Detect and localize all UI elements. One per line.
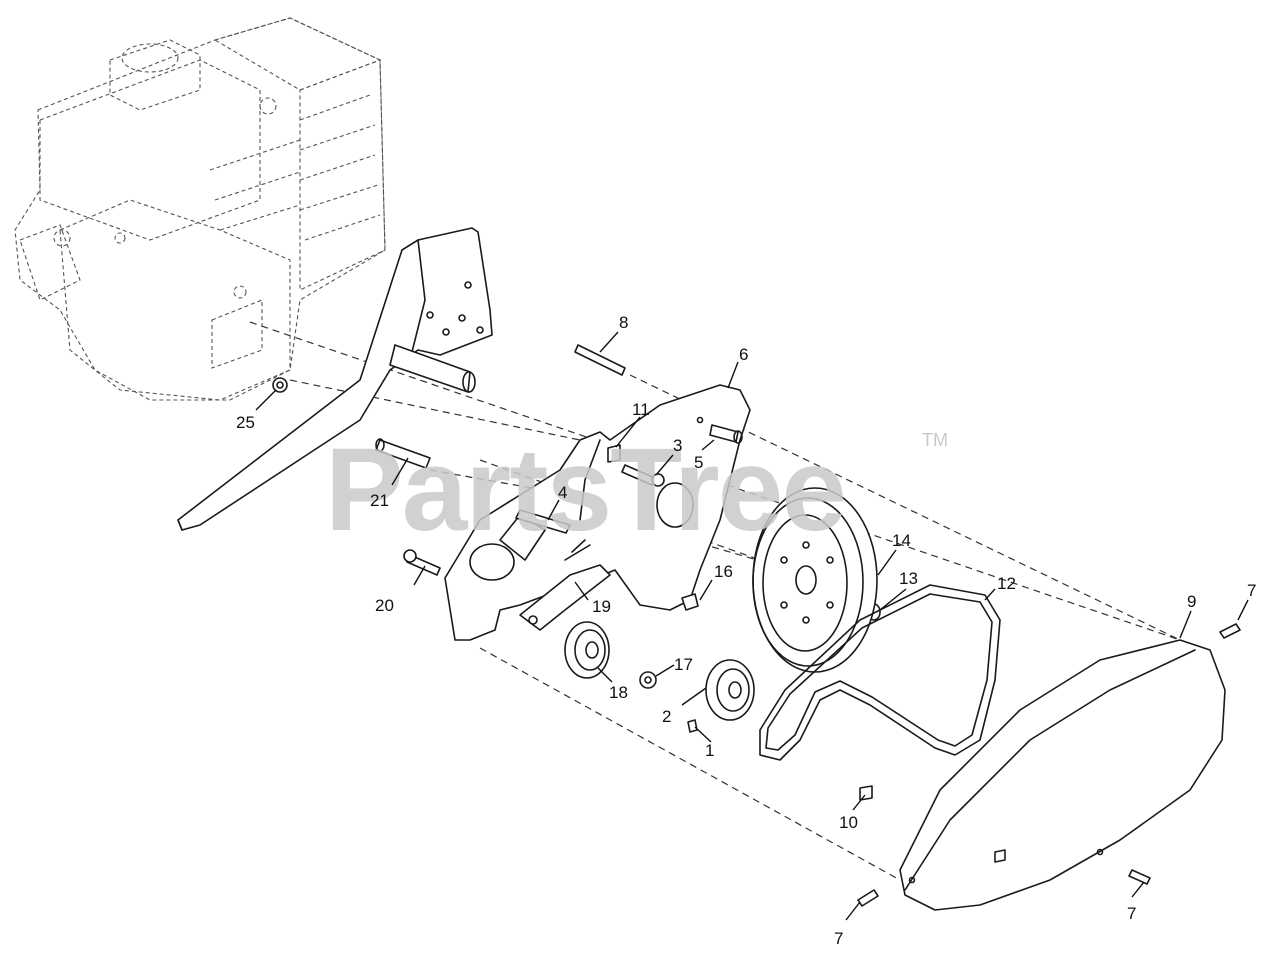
callout-7-bottom-left: 7 — [834, 929, 843, 948]
callout-20: 20 — [375, 596, 394, 615]
callout-7-top: 7 — [1247, 581, 1256, 600]
idler-pulleys — [564, 621, 755, 721]
hardware-parts — [272, 344, 1241, 907]
callout-3: 3 — [673, 436, 682, 455]
engine-ghost — [14, 17, 386, 401]
callout-4: 4 — [558, 483, 567, 502]
watermark-trademark: TM — [922, 430, 948, 450]
callout-8: 8 — [619, 313, 628, 332]
callout-6: 6 — [739, 345, 748, 364]
callout-1: 1 — [705, 741, 714, 760]
callout-17: 17 — [674, 655, 693, 674]
callout-labels: 8 6 11 3 5 4 21 25 20 19 16 17 18 2 1 14… — [236, 313, 1256, 948]
callout-11: 11 — [632, 400, 650, 419]
callout-18: 18 — [609, 683, 628, 702]
v-belt — [759, 584, 1001, 761]
belt-guard-plate — [444, 384, 751, 641]
callout-10: 10 — [839, 813, 858, 832]
belt-cover — [899, 639, 1226, 911]
callout-7-bottom-right: 7 — [1127, 904, 1136, 923]
callout-19: 19 — [592, 597, 611, 616]
callout-16: 16 — [714, 562, 733, 581]
callout-12: 12 — [997, 574, 1016, 593]
callout-14: 14 — [892, 531, 911, 550]
leader-lines — [255, 331, 1249, 921]
callout-13: 13 — [899, 569, 918, 588]
callout-21: 21 — [370, 491, 389, 510]
mounting-bracket — [177, 227, 493, 531]
watermark-text: PartsTree — [325, 424, 845, 556]
callout-9: 9 — [1187, 592, 1196, 611]
idler-arm — [519, 539, 611, 631]
partstree-watermark: PartsTree TM — [325, 424, 948, 556]
callout-25: 25 — [236, 413, 255, 432]
callout-2: 2 — [662, 707, 671, 726]
callout-5: 5 — [694, 453, 703, 472]
drive-pulley — [752, 487, 878, 673]
